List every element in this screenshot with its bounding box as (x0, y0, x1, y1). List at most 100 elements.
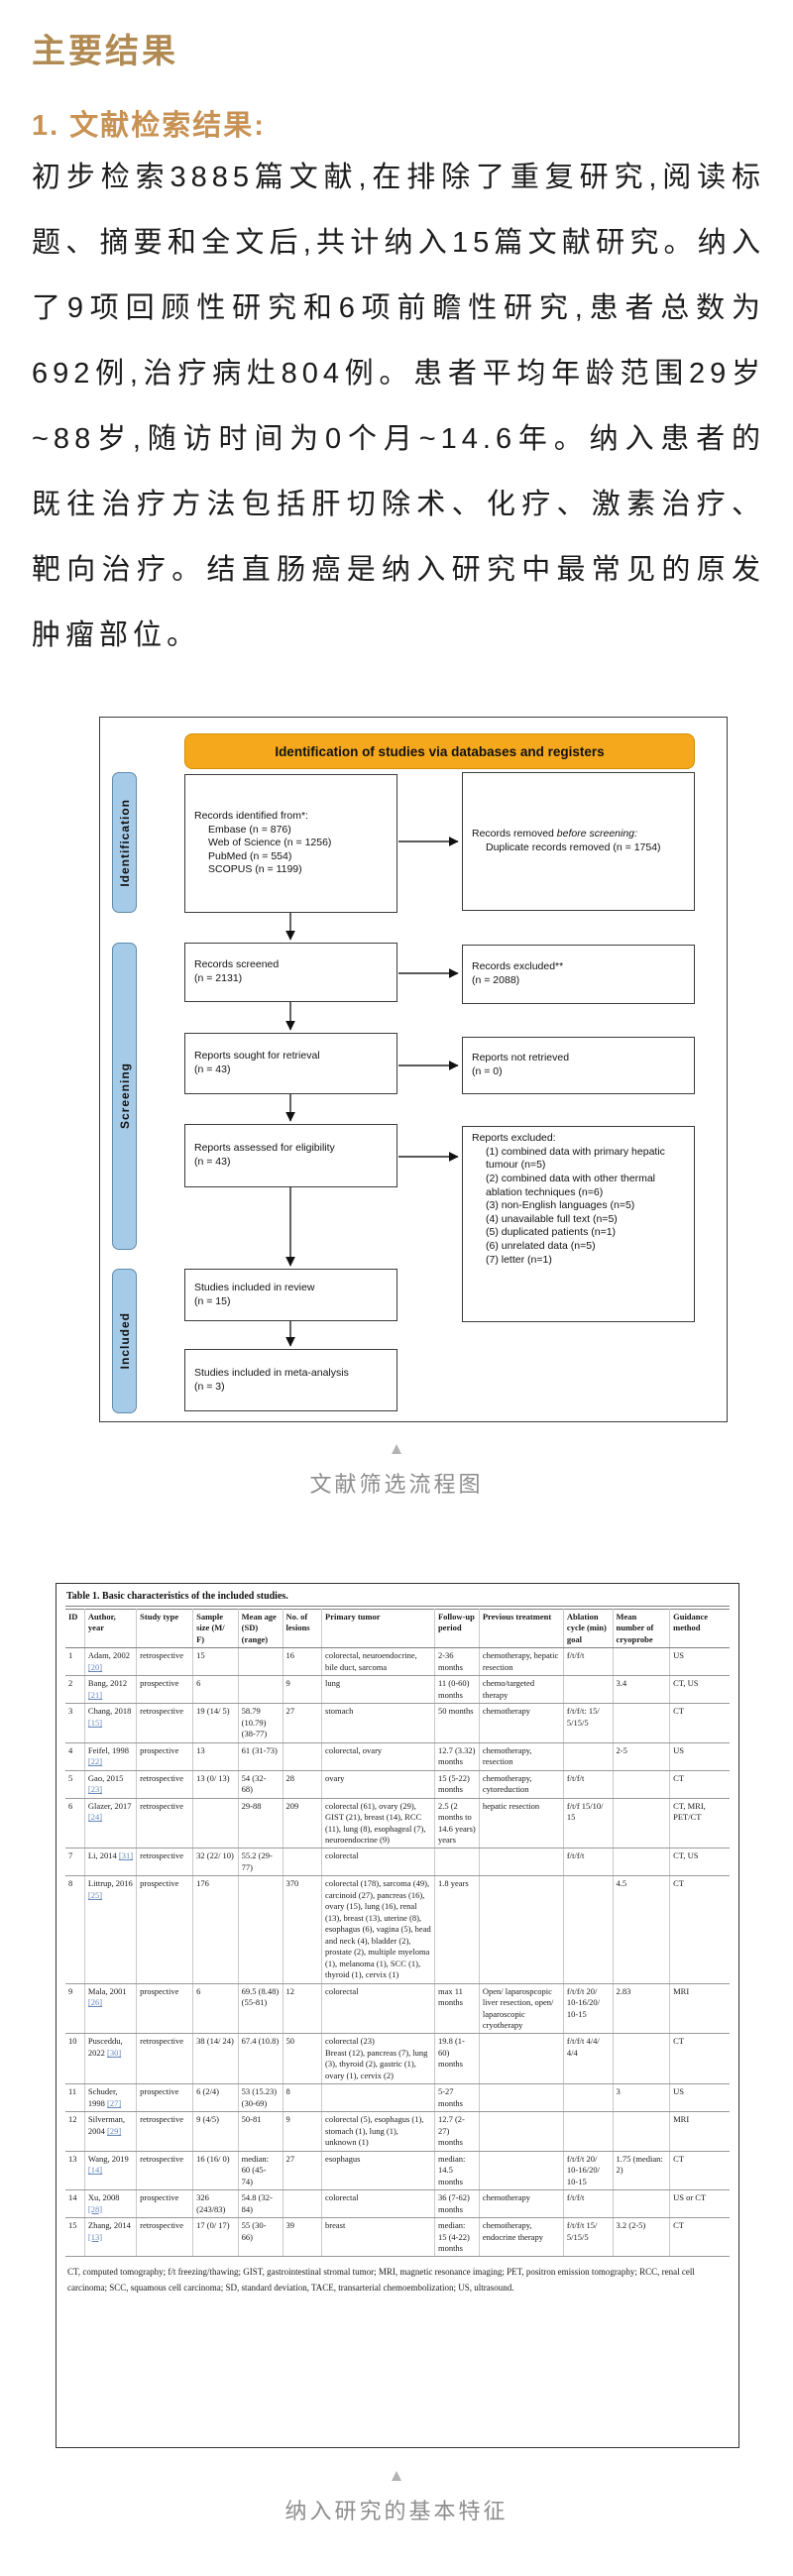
box-reports-sought: Reports sought for retrieval (n = 43) (184, 1033, 397, 1094)
flow-caption-block: ▲ 文献筛选流程图 (0, 1439, 793, 1499)
author-name: Adam, 2002 (87, 1650, 130, 1661)
table-footnote: CT, computed tomography; f/t freezing/th… (67, 2267, 695, 2293)
cell-tumor: ovary (321, 1769, 435, 1799)
cell-lesions: 12 (282, 1982, 323, 2035)
cell-previous: chemotherapy (478, 1703, 564, 1743)
cell-sample: 176 (192, 1875, 239, 1984)
cell-follow: median: 14.5 months (433, 2150, 480, 2191)
column-header: Primary tumor (321, 1608, 435, 1649)
cell-tumor: esophagus (321, 2150, 435, 2191)
cell-author: Chang, 2018 [15] (83, 1703, 138, 1743)
box-reports-not-retrieved: Reports not retrieved (n = 0) (462, 1037, 695, 1094)
cell-lesions (282, 2189, 323, 2219)
cell-cryoprobe (612, 2189, 671, 2219)
cell-tumor: colorectal (321, 1848, 435, 1877)
flow-caption: 文献筛选流程图 (309, 1472, 484, 1497)
cell-author: Gao, 2015 [23] (83, 1769, 138, 1799)
cell-previous (478, 1875, 564, 1984)
citation-link[interactable]: [20] (87, 1661, 103, 1672)
author-name: Xu, 2008 (87, 2192, 120, 2203)
stage-label-identification: Identification (117, 798, 132, 887)
cell-guidance: CT, MRI, PET/CT (669, 1797, 730, 1849)
cell-lesions: 27 (282, 1703, 323, 1743)
citation-link[interactable]: [13] (87, 2231, 103, 2242)
cell-age: 54.8 (32- 84) (237, 2189, 283, 2219)
box-studies-in-meta: Studies included in meta-analysis (n = 3… (184, 1349, 397, 1411)
citation-link[interactable]: [31] (118, 1850, 134, 1861)
cell-author: Xu, 2008 [28] (83, 2189, 138, 2219)
citation-link[interactable]: [26] (87, 1997, 103, 2008)
table-title: Table 1. Basic characteristics of the in… (65, 1589, 730, 1607)
citation-link[interactable]: [24] (87, 1812, 103, 1823)
cell-study: retrospective (136, 2111, 194, 2152)
cell-follow: 5-27 months (433, 2083, 480, 2113)
citation-link[interactable]: [14] (87, 2165, 103, 2176)
cell-previous (478, 2033, 564, 2085)
cell-previous: chemotherapy (478, 2189, 564, 2219)
citation-link[interactable]: [27] (107, 2097, 122, 2108)
citation-link[interactable]: [23] (87, 1784, 103, 1795)
cell-ablation (562, 1741, 614, 1771)
page-title: 主要结果 (32, 34, 178, 70)
cell-id: 6 (65, 1797, 85, 1849)
cell-lesions: 9 (282, 1675, 323, 1705)
citation-link[interactable]: [25] (87, 1889, 103, 1900)
cell-guidance: MRI (669, 1982, 730, 2035)
table-caption-block: ▲ 纳入研究的基本特征 (0, 2466, 793, 2525)
cell-id: 1 (65, 1647, 85, 1677)
cell-author: Silverman, 2004 [29] (83, 2111, 138, 2152)
column-header: Sample size (M/ F) (192, 1608, 239, 1649)
cell-id: 14 (65, 2189, 85, 2219)
cell-previous: Open/ laparospcopic liver resection, ope… (478, 1982, 564, 2035)
citation-link[interactable]: [28] (87, 2203, 103, 2214)
cell-previous (478, 1848, 564, 1877)
cell-cryoprobe (612, 1703, 671, 1743)
cell-sample: 15 (192, 1647, 239, 1677)
cell-author: Zhang, 2014 [13] (83, 2217, 138, 2258)
cell-cryoprobe: 3 (612, 2083, 671, 2113)
citation-link[interactable]: [30] (107, 2047, 122, 2058)
cell-guidance: US or CT (669, 2189, 730, 2219)
cell-ablation: f/t/f/t 20/ 10-16/20/ 10-15 (562, 1982, 614, 2035)
cell-sample: 6 (192, 1675, 239, 1705)
cell-study: retrospective (136, 1703, 194, 1743)
cell-age: 67.4 (10.8) (237, 2033, 283, 2085)
cell-sample: 32 (22/ 10) (192, 1848, 239, 1877)
cell-guidance: CT (669, 2217, 730, 2258)
cell-age: 54 (32- 68) (237, 1769, 283, 1799)
cell-author: Schuder, 1998 [27] (83, 2083, 138, 2113)
box-records-screened: Records screened (n = 2131) (184, 943, 397, 1002)
cell-tumor (321, 2083, 435, 2113)
cell-lesions: 16 (282, 1647, 323, 1677)
cell-lesions (282, 1848, 323, 1877)
cell-study: retrospective (136, 1848, 194, 1877)
citation-link[interactable]: [15] (87, 1717, 103, 1728)
cell-previous (478, 2111, 564, 2152)
cell-study: retrospective (136, 1797, 194, 1849)
cell-follow: 11 (0-60) months (433, 1675, 480, 1705)
cell-age (237, 1647, 283, 1677)
box-records-removed: Records removed before screening: Duplic… (462, 772, 695, 911)
citation-link[interactable]: [22] (87, 1756, 103, 1767)
cell-cryoprobe (612, 1797, 671, 1849)
box-records-excluded: Records excluded** (n = 2088) (462, 945, 695, 1004)
cell-lesions (282, 1741, 323, 1771)
cell-study: prospective (136, 1982, 194, 2035)
citation-link[interactable]: [21] (87, 1689, 103, 1700)
stage-bar-screening: Screening (112, 943, 137, 1250)
citation-link[interactable]: [29] (107, 2125, 122, 2136)
cell-study: retrospective (136, 2150, 194, 2191)
cell-cryoprobe: 3.4 (612, 1675, 671, 1705)
cell-id: 4 (65, 1741, 85, 1771)
cell-sample: 38 (14/ 24) (192, 2033, 239, 2085)
stage-label-included: Included (117, 1312, 132, 1370)
cell-guidance: CT (669, 2150, 730, 2191)
exclusion-reason: (3) non-English languages (n=5) (486, 1199, 635, 1212)
cell-lesions: 370 (282, 1875, 323, 1984)
cell-sample (192, 1797, 239, 1849)
cell-age: median: 60 (45- 74) (237, 2150, 283, 2191)
column-header: Follow-up period (433, 1608, 480, 1649)
